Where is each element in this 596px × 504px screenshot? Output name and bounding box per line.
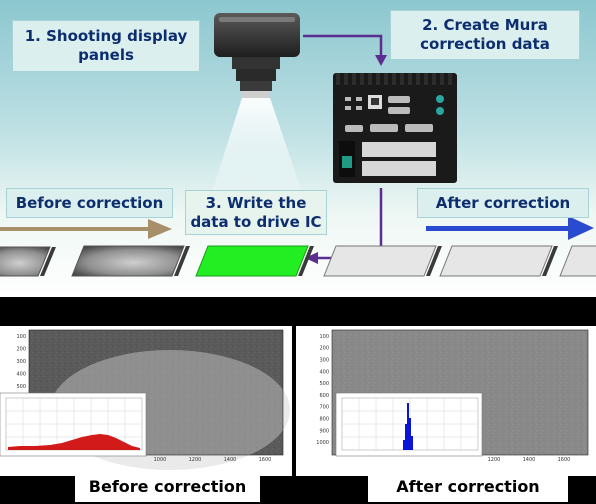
tick-label: 400 bbox=[16, 371, 26, 377]
tick-label: 700 bbox=[319, 405, 329, 411]
tick-label: 200 bbox=[16, 347, 26, 353]
tick-label: 1600 bbox=[558, 457, 571, 463]
tick-label: 500 bbox=[319, 381, 329, 387]
after-x-ticks: 1200 1400 1600 bbox=[488, 457, 571, 463]
step1-line1: 1. Shooting display bbox=[24, 27, 188, 45]
before-correction-label: Before correction bbox=[6, 188, 173, 218]
tick-label: 800 bbox=[319, 417, 329, 423]
tick-label: 100 bbox=[16, 334, 26, 340]
tick-label: 1400 bbox=[523, 457, 536, 463]
after-correction-label: After correction bbox=[417, 188, 589, 218]
tick-label: 500 bbox=[16, 384, 26, 390]
step3-line2: data to drive IC bbox=[190, 213, 322, 231]
step2-label: 2. Create Mura correction data bbox=[390, 10, 580, 60]
before-histogram bbox=[8, 434, 140, 450]
step1-label: 1. Shooting display panels bbox=[12, 20, 200, 72]
panel bbox=[559, 245, 596, 277]
after-histogram bbox=[403, 403, 413, 450]
panel bbox=[0, 246, 51, 277]
step3-label: 3. Write the data to drive IC bbox=[185, 190, 327, 235]
tick-label: 900 bbox=[319, 428, 329, 434]
tick-label: 100 bbox=[319, 334, 329, 340]
tick-label: 1000 bbox=[316, 440, 329, 446]
after-arrow bbox=[426, 216, 594, 240]
before-y-ticks: 100 200 300 400 500 bbox=[16, 334, 26, 390]
tick-label: 1600 bbox=[259, 457, 272, 463]
tick-label: 1400 bbox=[224, 457, 237, 463]
panel bbox=[71, 245, 185, 277]
tick-label: 1000 bbox=[154, 457, 167, 463]
before-correction-plot: 100 200 300 400 500 1000 1200 1400 1600 bbox=[0, 326, 292, 476]
step1-line2: panels bbox=[78, 46, 134, 64]
light-beam bbox=[212, 98, 302, 192]
panel bbox=[439, 245, 553, 277]
tick-label: 300 bbox=[16, 359, 26, 365]
tick-label: 400 bbox=[319, 369, 329, 375]
before-arrow bbox=[0, 219, 172, 239]
after-caption: After correction bbox=[368, 472, 568, 502]
camera-icon bbox=[214, 13, 300, 98]
after-y-ticks: 100 200 300 400 500 600 700 800 900 1000 bbox=[316, 334, 329, 446]
panel-row bbox=[0, 245, 596, 277]
panel-highlight bbox=[195, 245, 309, 277]
step3-line1: 3. Write the bbox=[205, 194, 307, 212]
tick-label: 300 bbox=[319, 358, 329, 364]
before-x-ticks: 1000 1200 1400 1600 bbox=[154, 457, 272, 463]
tick-label: 1200 bbox=[488, 457, 501, 463]
tick-label: 1200 bbox=[189, 457, 202, 463]
step2-line1: 2. Create Mura bbox=[422, 16, 548, 34]
panel bbox=[323, 245, 437, 277]
tick-label: 200 bbox=[319, 346, 329, 352]
step2-line2: correction data bbox=[420, 35, 550, 53]
controller-box-icon bbox=[333, 73, 457, 183]
before-caption: Before correction bbox=[75, 472, 260, 502]
after-correction-plot: 100 200 300 400 500 600 700 800 900 1000 1200 1400… bbox=[296, 326, 596, 476]
tick-label: 600 bbox=[319, 393, 329, 399]
separator bbox=[0, 297, 596, 327]
